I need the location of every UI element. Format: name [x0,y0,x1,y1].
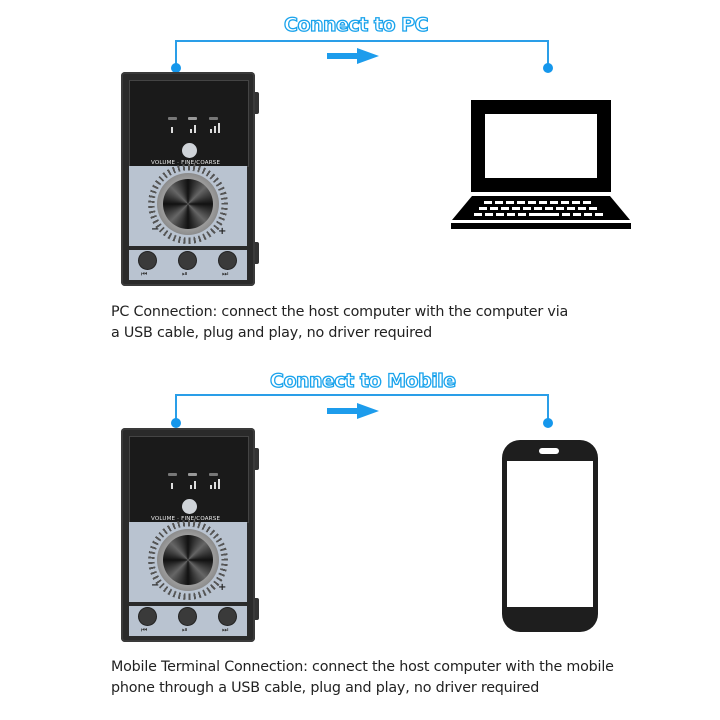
connection-line-right [547,40,549,67]
connection-dot-right [543,418,553,428]
device-volume-panel: − + [129,164,247,246]
mode-button[interactable] [182,143,197,158]
connection-line-right [547,394,549,421]
smartphone-icon [502,440,598,632]
volume-plus-label: + [218,226,227,237]
connection-line-top [175,394,549,396]
volume-knob[interactable] [157,173,219,235]
section-title-mobile: Connect to Mobile [269,369,456,392]
connection-line-left [175,394,177,421]
mobile-caption: Mobile Terminal Connection: connect the … [111,657,614,699]
volume-minus-label: − [151,224,160,235]
volume-label: VOLUME · FINE/COARSE [151,160,221,166]
play-pause-button[interactable] [179,252,196,269]
signal-indicator-high-icon [209,473,225,495]
usb-audio-device: VOLUME · FINE/COARSE − + ⏮ ⏯ ⏭ [121,428,259,642]
next-button[interactable] [219,608,236,625]
caption-line: phone through a USB cable, plug and play… [111,680,540,696]
device-top-panel [129,436,249,523]
next-icon: ⏭ [222,626,228,634]
connection-dot-right [543,63,553,73]
usb-audio-device: VOLUME · FINE/COARSE − + ⏮ ⏯ ⏭ [121,72,259,286]
connection-line-left [175,40,177,67]
next-button[interactable] [219,252,236,269]
volume-minus-label: − [151,580,160,591]
caption-line: PC Connection: connect the host computer… [111,304,569,320]
caption-line: a USB cable, plug and play, no driver re… [111,325,432,341]
connection-dot-left [171,418,181,428]
signal-indicator-mid-icon [188,117,202,139]
play-pause-button[interactable] [179,608,196,625]
connection-dot-left [171,63,181,73]
previous-button[interactable] [139,608,156,625]
signal-indicator-low-icon [168,473,178,495]
mode-button[interactable] [182,499,197,514]
play-pause-icon: ⏯ [182,626,188,634]
device-button-panel: ⏮ ⏯ ⏭ [129,606,247,636]
device-button-panel: ⏮ ⏯ ⏭ [129,250,247,280]
volume-knob[interactable] [157,529,219,591]
signal-indicator-low-icon [168,117,178,139]
caption-line: Mobile Terminal Connection: connect the … [111,659,614,675]
device-volume-panel: − + [129,520,247,602]
volume-plus-label: + [218,582,227,593]
connection-line-top [175,40,549,42]
section-title-pc: Connect to PC [283,13,429,36]
previous-button[interactable] [139,252,156,269]
previous-icon: ⏮ [141,626,147,634]
laptop-icon [451,100,631,229]
signal-indicator-mid-icon [188,473,202,495]
device-top-panel [129,80,249,167]
volume-label: VOLUME · FINE/COARSE [151,516,221,522]
signal-indicator-high-icon [209,117,225,139]
next-icon: ⏭ [222,270,228,278]
previous-icon: ⏮ [141,270,147,278]
play-pause-icon: ⏯ [182,270,188,278]
pc-caption: PC Connection: connect the host computer… [111,302,568,344]
